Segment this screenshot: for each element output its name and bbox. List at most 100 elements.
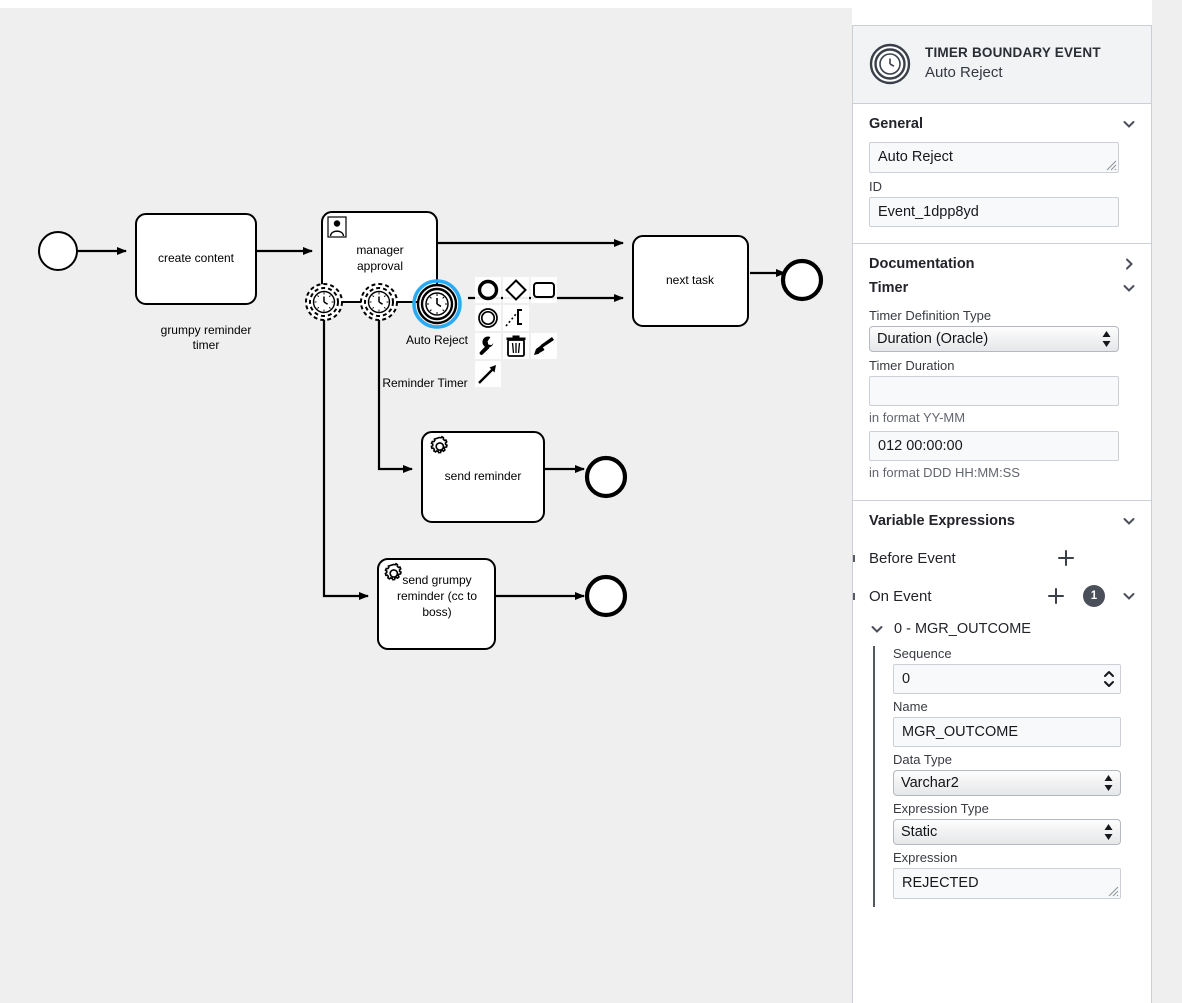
timer-definition-type-label: Timer Definition Type	[869, 308, 992, 323]
group-general-header[interactable]: General	[853, 104, 1151, 142]
task-label-line1: manager	[356, 243, 403, 257]
field-timer-definition-type: Timer Definition Type Duration (Oracle)	[853, 308, 1151, 352]
add-on-event-icon[interactable]	[1047, 587, 1065, 605]
group-documentation: Documentation	[853, 244, 1151, 278]
expression-type-label: Expression Type	[893, 801, 989, 816]
sequence-label: Sequence	[893, 646, 952, 661]
flow-reminder-to-send	[377, 318, 413, 473]
chevron-down-icon[interactable]	[1121, 116, 1137, 132]
id-label: ID	[869, 179, 882, 194]
group-timer-header[interactable]: Timer	[853, 278, 1151, 302]
group-documentation-header[interactable]: Documentation	[853, 244, 1151, 278]
arrow-icon	[478, 365, 496, 384]
sequence-flows	[78, 239, 786, 600]
task-label-line1: send grumpy	[402, 573, 471, 587]
free-label-line1: grumpy reminder	[161, 323, 252, 337]
end-event-3	[584, 574, 628, 618]
chevron-down-icon[interactable]	[869, 621, 885, 637]
name-textarea[interactable]: Auto Reject	[869, 142, 1119, 173]
variable-name-label: Name	[893, 699, 928, 714]
timer-duration-hint-ym: in format YY-MM	[869, 410, 966, 425]
group-timer: Timer Timer Definition Type Duration (Or…	[853, 278, 1151, 501]
start-event	[38, 231, 78, 271]
annotation-bracket-icon	[505, 309, 522, 327]
variable-item-header[interactable]: 0 - MGR_OUTCOME	[853, 617, 1151, 641]
task-label-line2: reminder (cc to	[397, 589, 477, 603]
panel-outer-background	[1152, 0, 1182, 1003]
group-title: Variable Expressions	[869, 513, 1015, 529]
field-name: Auto Reject	[853, 142, 1151, 173]
variable-name-input[interactable]: MGR_OUTCOME	[893, 717, 1121, 747]
properties-panel[interactable]: TIMER BOUNDARY EVENT Auto Reject General…	[852, 25, 1152, 1003]
task-next-task: next task	[632, 235, 749, 327]
variable-item-title: 0 - MGR_OUTCOME	[894, 621, 1031, 637]
on-event-label: On Event	[869, 587, 932, 605]
append-text-annotation-button	[503, 305, 529, 331]
task-label: create content	[158, 251, 235, 265]
group-general: General Auto Reject ID Event_1dpp8	[853, 104, 1151, 244]
trash-icon	[506, 335, 526, 357]
service-task-icon	[430, 435, 448, 454]
timer-duration-input-ddd[interactable]: 012 00:00:00	[869, 431, 1119, 461]
expression-type-select[interactable]: Static	[893, 819, 1121, 845]
diagram-canvas[interactable]: create content grumpy reminder timer man…	[0, 8, 852, 1003]
sequence-input[interactable]: 0	[893, 664, 1121, 694]
field-timer-duration: Timer Duration in format YY-MM 012 00:00…	[853, 358, 1151, 480]
field-id: ID Event_1dpp8yd	[853, 179, 1151, 227]
before-event-label: Before Event	[869, 549, 956, 567]
task-create-content: create content	[135, 213, 257, 305]
element-name-label: Auto Reject	[925, 63, 1003, 81]
timer-boundary-event-3-auto-reject	[412, 279, 462, 329]
timer-boundary-event-icon	[869, 43, 911, 84]
group-variable-expressions: Variable Expressions Before Event	[853, 501, 1151, 921]
boundary-2-label: Reminder Timer	[382, 376, 467, 390]
expression-textarea[interactable]: REJECTED	[893, 868, 1121, 899]
panel-header: TIMER BOUNDARY EVENT Auto Reject	[853, 26, 1151, 104]
end-event-1	[780, 258, 824, 302]
task-label-line2: approval	[357, 259, 403, 273]
chevron-right-icon[interactable]	[1121, 256, 1137, 272]
task-label-line3: boss)	[422, 605, 451, 619]
user-task-icon	[327, 216, 347, 238]
free-label-line2: timer	[193, 338, 220, 352]
wrench-icon	[479, 336, 494, 355]
chevron-down-icon[interactable]	[1121, 280, 1137, 296]
variable-item-body: Sequence 0 Name MGR_OUTCOME Data Type Va…	[873, 646, 1151, 907]
chevron-down-icon[interactable]	[1121, 588, 1137, 604]
element-type-label: TIMER BOUNDARY EVENT	[925, 44, 1101, 60]
row-before-event[interactable]: Before Event	[853, 539, 1151, 577]
end-event-2	[584, 455, 628, 499]
paintbrush-icon	[534, 337, 554, 355]
group-title: Timer	[869, 280, 909, 296]
task-label: send reminder	[445, 469, 522, 483]
timer-boundary-event-1	[305, 283, 343, 321]
task-send-reminder: send reminder	[421, 431, 545, 523]
boundary-3-label: Auto Reject	[406, 333, 469, 347]
chevron-down-icon[interactable]	[1121, 513, 1137, 529]
drag-handle[interactable]	[853, 593, 855, 600]
service-task-icon	[384, 562, 402, 581]
add-before-event-icon[interactable]	[1057, 549, 1075, 567]
group-variable-expressions-header[interactable]: Variable Expressions	[853, 501, 1151, 539]
context-pad	[475, 277, 557, 387]
top-strip	[0, 0, 1182, 8]
timer-duration-input-ym[interactable]	[869, 376, 1119, 406]
group-title: General	[869, 116, 923, 132]
id-input[interactable]: Event_1dpp8yd	[869, 197, 1119, 227]
task-label: next task	[666, 273, 715, 287]
data-type-label: Data Type	[893, 752, 953, 767]
timer-definition-type-select[interactable]: Duration (Oracle)	[869, 326, 1119, 352]
on-event-count-badge: 1	[1083, 585, 1105, 607]
expression-label: Expression	[893, 850, 958, 865]
task-send-grumpy-reminder: send grumpy reminder (cc to boss)	[377, 558, 496, 650]
drag-handle[interactable]	[853, 555, 855, 562]
row-on-event[interactable]: On Event 1	[853, 577, 1151, 615]
group-title: Documentation	[869, 256, 975, 272]
data-type-select[interactable]: Varchar2	[893, 770, 1121, 796]
timer-duration-hint-ddd: in format DDD HH:MM:SS	[869, 465, 1020, 480]
properties-panel-scroll[interactable]: TIMER BOUNDARY EVENT Auto Reject General…	[853, 26, 1151, 1003]
timer-boundary-event-2	[360, 283, 398, 321]
timer-duration-label: Timer Duration	[869, 358, 955, 373]
task-manager-approval: manager approval	[321, 211, 438, 303]
